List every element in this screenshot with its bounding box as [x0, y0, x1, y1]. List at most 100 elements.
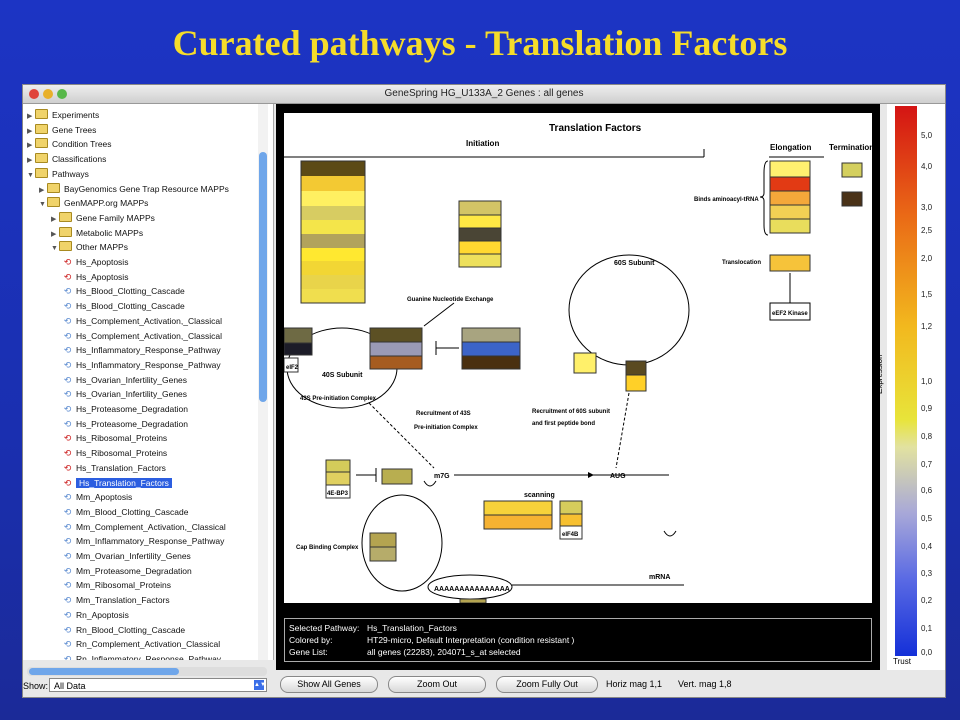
tree-pathway-item[interactable]: ⟲Hs_Ovarian_Infertility_Genes	[63, 387, 187, 402]
eif4b-box[interactable]	[559, 525, 583, 540]
tree-pathway-item[interactable]: ⟲Hs_Translation_Factors	[63, 476, 172, 491]
eef2k-box[interactable]	[769, 302, 811, 321]
40s-gene-box-2[interactable]	[283, 342, 313, 356]
tree-pathway-item[interactable]: ⟲Hs_Apoptosis	[63, 255, 129, 270]
60s-gene-box-3[interactable]	[625, 374, 647, 392]
inhibitor-box-2[interactable]	[461, 341, 521, 357]
eif4e-box[interactable]	[381, 468, 413, 485]
4ebp-box[interactable]	[325, 484, 351, 499]
gene-box[interactable]	[301, 261, 365, 275]
disclosure-closed-icon[interactable]: ▶	[27, 113, 33, 120]
tree-pathway-item[interactable]: ⟲Mm_Complement_Activation,_Classical	[63, 520, 226, 535]
exchange-box-2[interactable]	[369, 341, 423, 357]
polya-gene-box[interactable]	[459, 598, 487, 604]
disclosure-closed-icon[interactable]: ▶	[27, 142, 33, 150]
zoom-out-button[interactable]: Zoom Out	[388, 676, 486, 693]
gene-box[interactable]	[301, 289, 365, 303]
termination-box-2[interactable]	[841, 191, 863, 207]
tree-folder-item[interactable]: ▶Experiments	[27, 108, 99, 123]
exchange-box-1[interactable]	[369, 327, 423, 343]
tree-folder-item[interactable]: ▼Pathways	[27, 167, 89, 182]
disclosure-open-icon[interactable]: ▼	[39, 201, 46, 209]
zoom-window-icon[interactable]	[57, 89, 67, 99]
tree-folder-item[interactable]: ▶Gene Trees	[27, 123, 96, 138]
4ebp-box-2[interactable]	[325, 471, 351, 486]
tree-folder-item[interactable]: ▼GenMAPP.org MAPPs	[39, 196, 148, 211]
4ebp-box-1[interactable]	[325, 459, 351, 473]
60s-gene-box-2[interactable]	[625, 360, 647, 376]
tree-pathway-item[interactable]: ⟲Hs_Proteasome_Degradation	[63, 402, 188, 417]
60s-gene-box-1[interactable]	[573, 352, 597, 374]
tree-pathway-item[interactable]: ⟲Rn_Apoptosis	[63, 608, 129, 623]
tree-folder-item[interactable]: ▶Metabolic MAPPs	[51, 226, 143, 241]
tree-pathway-item[interactable]: ⟲Mm_Apoptosis	[63, 490, 133, 505]
tree-horizontal-scrollbar[interactable]	[27, 667, 267, 676]
disclosure-open-icon[interactable]: ▼	[51, 245, 58, 253]
tree-pathway-item[interactable]: ⟲Hs_Blood_Clotting_Cascade	[63, 284, 185, 299]
gene-box[interactable]	[301, 248, 365, 261]
disclosure-closed-icon[interactable]: ▶	[51, 230, 57, 238]
tree-item-label: Hs_Complement_Activation,_Classical	[76, 330, 222, 341]
disclosure-closed-icon[interactable]: ▶	[51, 215, 57, 223]
scanning-box-2[interactable]	[483, 514, 553, 530]
exchange-box-3[interactable]	[369, 355, 423, 370]
gene-box[interactable]	[301, 191, 365, 206]
eif4b-box-1[interactable]	[559, 500, 583, 515]
tree-folder-item[interactable]: ▶BayGenomics Gene Trap Resource MAPPs	[39, 182, 229, 197]
tree-pathway-item[interactable]: ⟲Hs_Inflammatory_Response_Pathway	[63, 358, 221, 373]
scanning-box-1[interactable]	[483, 500, 553, 516]
gene-box[interactable]	[301, 206, 365, 220]
tree-vertical-scrollbar[interactable]	[259, 152, 267, 402]
eif2-box[interactable]	[283, 357, 299, 373]
tree-folder-item[interactable]: ▶Condition Trees	[27, 137, 112, 152]
tree-pathway-item[interactable]: ⟲Mm_Blood_Clotting_Cascade	[63, 505, 189, 520]
40s-gene-box-1[interactable]	[283, 327, 313, 344]
tree-pathway-item[interactable]: ⟲Hs_Apoptosis	[63, 270, 129, 285]
inhibitor-box-1[interactable]	[461, 327, 521, 343]
gene-box[interactable]	[301, 220, 365, 234]
show-all-genes-button[interactable]: Show All Genes	[280, 676, 378, 693]
tree-pathway-item[interactable]: ⟲Hs_Complement_Activation,_Classical	[63, 329, 222, 344]
pathway-diagram[interactable]: Translation Factors Initiation Elongatio…	[283, 113, 874, 604]
window-title: GeneSpring HG_U133A_2 Genes : all genes	[384, 88, 584, 99]
tree-pathway-item[interactable]: ⟲Rn_Complement_Activation_Classical	[63, 637, 220, 652]
gene-box[interactable]	[301, 161, 365, 176]
gene-box[interactable]	[301, 275, 365, 289]
eif4b-box-2[interactable]	[559, 513, 583, 527]
aug-label: AUG	[610, 473, 626, 480]
tree-folder-item[interactable]: ▼Other MAPPs	[51, 240, 128, 255]
minimize-window-icon[interactable]	[43, 89, 53, 99]
disclosure-open-icon[interactable]: ▼	[27, 171, 34, 179]
gene-box[interactable]	[301, 234, 365, 248]
tree-pathway-item[interactable]: ⟲Hs_Translation_Factors	[63, 461, 166, 476]
zoom-fully-out-button[interactable]: Zoom Fully Out	[496, 676, 598, 693]
show-select[interactable]: All Data▲▼	[49, 678, 267, 692]
cap-box-2[interactable]	[369, 546, 397, 562]
tree-horizontal-thumb[interactable]	[29, 668, 179, 675]
tree-pathway-item[interactable]: ⟲Rn_Inflammatory_Response_Pathway	[63, 652, 221, 660]
tree-pathway-item[interactable]: ⟲Hs_Proteasome_Degradation	[63, 417, 188, 432]
close-window-icon[interactable]	[29, 89, 39, 99]
tree-pathway-item[interactable]: ⟲Hs_Ovarian_Infertility_Genes	[63, 373, 187, 388]
translocation-box[interactable]	[769, 254, 811, 272]
tree-folder-item[interactable]: ▶Gene Family MAPPs	[51, 211, 155, 226]
termination-box-1[interactable]	[841, 162, 863, 178]
disclosure-closed-icon[interactable]: ▶	[27, 127, 33, 135]
tree-pathway-item[interactable]: ⟲Hs_Blood_Clotting_Cascade	[63, 299, 185, 314]
tree-pathway-item[interactable]: ⟲Hs_Complement_Activation,_Classical	[63, 314, 222, 329]
tree-pathway-item[interactable]: ⟲Hs_Inflammatory_Response_Pathway	[63, 343, 221, 358]
cap-box-1[interactable]	[369, 532, 397, 548]
tree-pathway-item[interactable]: ⟲Mm_Proteasome_Degradation	[63, 564, 192, 579]
tree-pathway-item[interactable]: ⟲Mm_Ribosomal_Proteins	[63, 578, 171, 593]
tree-pathway-item[interactable]: ⟲Rn_Blood_Clotting_Cascade	[63, 623, 185, 638]
tree-folder-item[interactable]: ▶Classifications	[27, 152, 106, 167]
disclosure-closed-icon[interactable]: ▶	[39, 186, 45, 194]
tree-pathway-item[interactable]: ⟲Hs_Ribosomal_Proteins	[63, 446, 167, 461]
tree-pathway-item[interactable]: ⟲Mm_Inflammatory_Response_Pathway	[63, 534, 225, 549]
disclosure-closed-icon[interactable]: ▶	[27, 157, 33, 165]
inhibitor-box-3[interactable]	[461, 355, 521, 370]
tree-pathway-item[interactable]: ⟲Mm_Ovarian_Infertility_Genes	[63, 549, 191, 564]
tree-pathway-item[interactable]: ⟲Hs_Ribosomal_Proteins	[63, 431, 167, 446]
tree-pathway-item[interactable]: ⟲Mm_Translation_Factors	[63, 593, 170, 608]
gene-box[interactable]	[301, 176, 365, 191]
